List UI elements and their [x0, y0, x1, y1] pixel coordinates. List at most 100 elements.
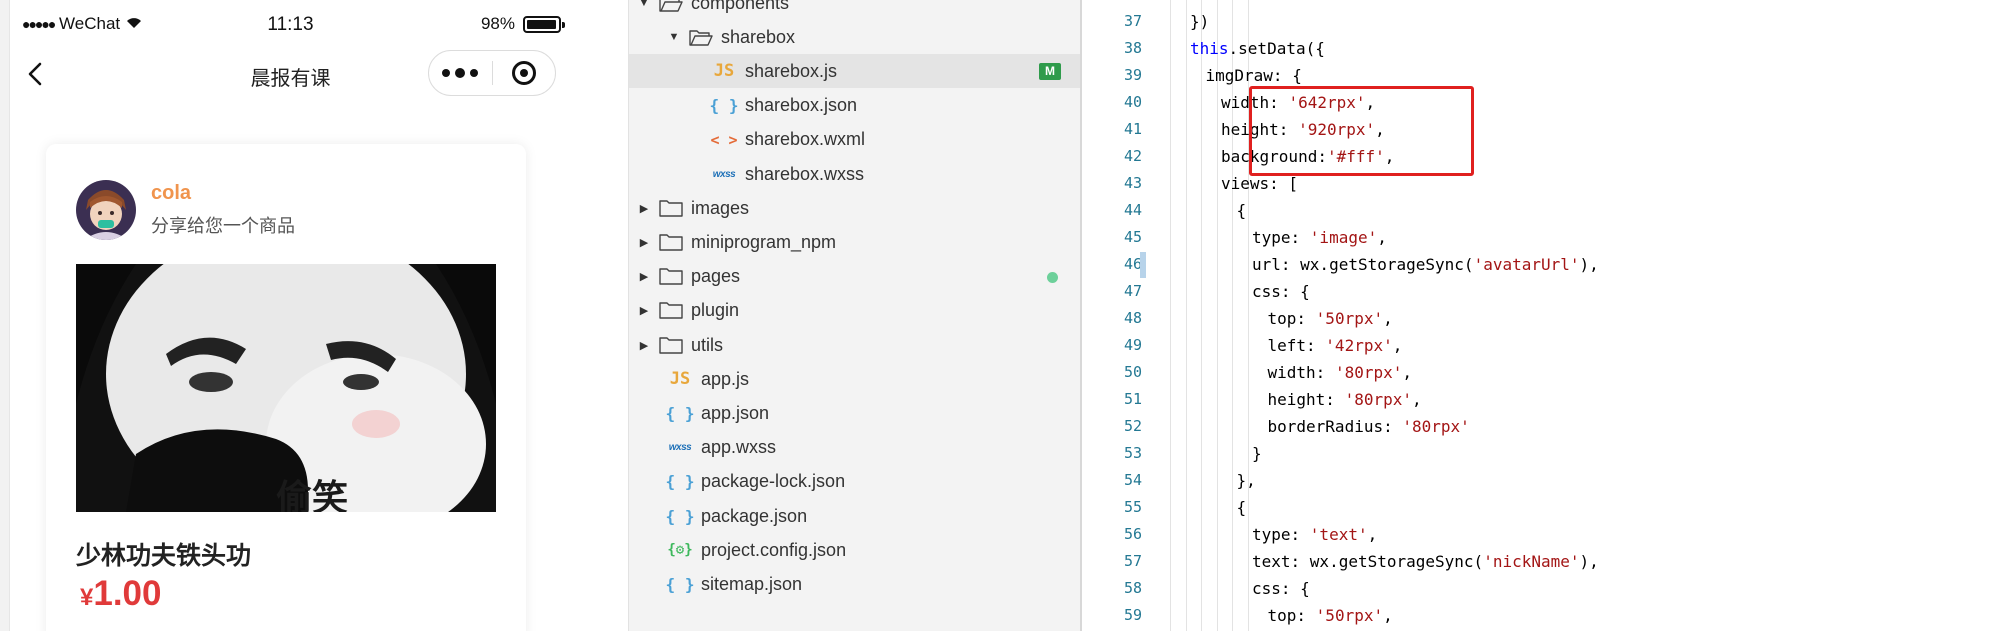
chevron-right-icon[interactable]: ▶ [639, 271, 649, 284]
line-number: 51 [1123, 390, 1142, 408]
js-file-icon: JS [713, 61, 735, 82]
line-number: 58 [1123, 579, 1142, 597]
code-text: , [1392, 336, 1403, 355]
line-number: 44 [1123, 201, 1142, 219]
code-line[interactable]: views: [ [1221, 170, 1298, 197]
price-currency: ¥ [80, 584, 94, 611]
code-line[interactable]: { [1237, 197, 1247, 224]
tree-item-label: pages [691, 266, 741, 287]
code-line[interactable]: }, [1237, 467, 1256, 494]
line-number: 48 [1123, 309, 1142, 327]
tree-item-label: sitemap.json [701, 573, 803, 594]
tree-item-sitemap-json[interactable]: { }sitemap.json [629, 567, 1081, 601]
code-line[interactable]: top: '50rpx', [1268, 602, 1393, 629]
code-line[interactable]: width: '80rpx', [1268, 359, 1413, 386]
tree-item-sharebox-wxml[interactable]: < >sharebox.wxml [629, 123, 1081, 157]
code-line[interactable]: background:'#fff', [1221, 143, 1394, 170]
code-text: , [1384, 147, 1395, 166]
code-line[interactable]: url: wx.getStorageSync('avatarUrl'), [1252, 251, 1599, 278]
code-line[interactable]: css: { [1252, 278, 1310, 305]
tree-item-label: app.js [701, 368, 750, 389]
avatar [76, 180, 136, 240]
json-file-icon: { } [665, 472, 695, 492]
code-line[interactable]: height: '80rpx', [1268, 386, 1422, 413]
code-string: 'image' [1309, 228, 1378, 247]
tree-item-sharebox-json[interactable]: { }sharebox.json [629, 89, 1081, 123]
tree-item-package-lock-json[interactable]: { }package-lock.json [629, 465, 1081, 499]
tree-item-components[interactable]: ▼components [629, 0, 1081, 20]
code-line[interactable]: top: '50rpx', [1268, 305, 1393, 332]
code-string: '80rpx' [1344, 390, 1412, 409]
code-line[interactable]: }) [1190, 8, 1209, 35]
phone-simulator: ●●●●● WeChat 11:13 98% 晨报有课 [0, 0, 570, 631]
code-line[interactable]: imgDraw: { [1206, 62, 1302, 89]
signal-icon: ●●●●● [22, 16, 56, 32]
chevron-right-icon[interactable]: ▶ [639, 236, 649, 249]
line-number: 54 [1123, 471, 1142, 489]
modified-badge: M [1039, 63, 1061, 81]
line-number: 52 [1123, 417, 1142, 435]
chevron-right-icon[interactable]: ▶ [639, 202, 649, 215]
tree-item-label: app.wxss [701, 437, 777, 458]
chevron-down-icon[interactable]: ▼ [638, 0, 650, 9]
chevron-down-icon[interactable]: ▼ [668, 31, 680, 44]
tree-item-label: sharebox.wxss [745, 163, 865, 184]
target-circle-icon[interactable] [492, 51, 555, 95]
code-keyword: this [1190, 39, 1229, 58]
code-text: background: [1221, 147, 1327, 166]
chevron-right-icon[interactable]: ▶ [639, 339, 649, 352]
json-file-icon: { } [709, 96, 739, 116]
code-line[interactable]: type: 'image', [1252, 224, 1387, 251]
code-line[interactable]: text: wx.getStorageSync('nickName'), [1252, 548, 1599, 575]
code-text: }, [1236, 471, 1256, 490]
line-number: 40 [1123, 93, 1142, 111]
tree-item-sharebox[interactable]: ▼sharebox [629, 20, 1081, 54]
indent-guide [1232, 0, 1233, 631]
code-line[interactable]: } [1252, 440, 1262, 467]
nickname: cola [151, 182, 192, 204]
wxml-file-icon: < > [710, 130, 738, 149]
tree-item-plugin[interactable]: ▶plugin [629, 294, 1081, 328]
code-text: left: [1267, 336, 1326, 355]
tree-item-package-json[interactable]: { }package.json [629, 499, 1081, 533]
tree-item-miniprogram-npm[interactable]: ▶miniprogram_npm [629, 225, 1081, 259]
chevron-right-icon[interactable]: ▶ [639, 305, 649, 318]
line-number: 55 [1123, 498, 1142, 516]
more-dots-icon[interactable] [429, 51, 492, 95]
share-card: cola 分享给您一个商品 偷笑 少林功夫铁头功 [46, 144, 526, 631]
battery-icon [523, 15, 565, 33]
code-line[interactable]: type: 'text', [1252, 521, 1377, 548]
code-line[interactable]: this.setData({ [1190, 35, 1325, 62]
code-line[interactable]: { [1237, 494, 1247, 521]
code-text: { [1236, 498, 1247, 517]
battery-fill [527, 19, 557, 29]
code-text: url: wx.getStorageSync( [1252, 255, 1474, 274]
line-number: 43 [1123, 174, 1142, 192]
code-string: '50rpx' [1315, 309, 1384, 328]
tree-item-project-config-json[interactable]: {⚙}project.config.json [629, 533, 1081, 567]
tree-item-app-json[interactable]: { }app.json [629, 396, 1081, 430]
line-number: 49 [1123, 336, 1142, 354]
line-number: 57 [1123, 552, 1142, 570]
tree-item-utils[interactable]: ▶utils [629, 328, 1081, 362]
tree-item-images[interactable]: ▶images [629, 191, 1081, 225]
chevron-left-icon[interactable] [22, 60, 50, 88]
code-text: imgDraw: { [1205, 66, 1302, 85]
code-string: 'nickName' [1483, 552, 1580, 571]
code-line[interactable]: height: '920rpx', [1221, 116, 1385, 143]
line-number: 37 [1123, 12, 1142, 30]
code-string: 'avatarUrl' [1473, 255, 1580, 274]
code-line[interactable]: css: { [1252, 575, 1310, 602]
status-time: 11:13 [267, 14, 314, 35]
tree-item-pages[interactable]: ▶ pages [629, 260, 1081, 294]
folder-open-icon [659, 0, 683, 12]
carrier-name: WeChat [59, 14, 121, 33]
code-line[interactable]: borderRadius: '80rpx' [1268, 413, 1470, 440]
code-line[interactable]: left: '42rpx', [1268, 332, 1403, 359]
battery-percent: 98% [480, 14, 515, 33]
line-number: 56 [1123, 525, 1142, 543]
